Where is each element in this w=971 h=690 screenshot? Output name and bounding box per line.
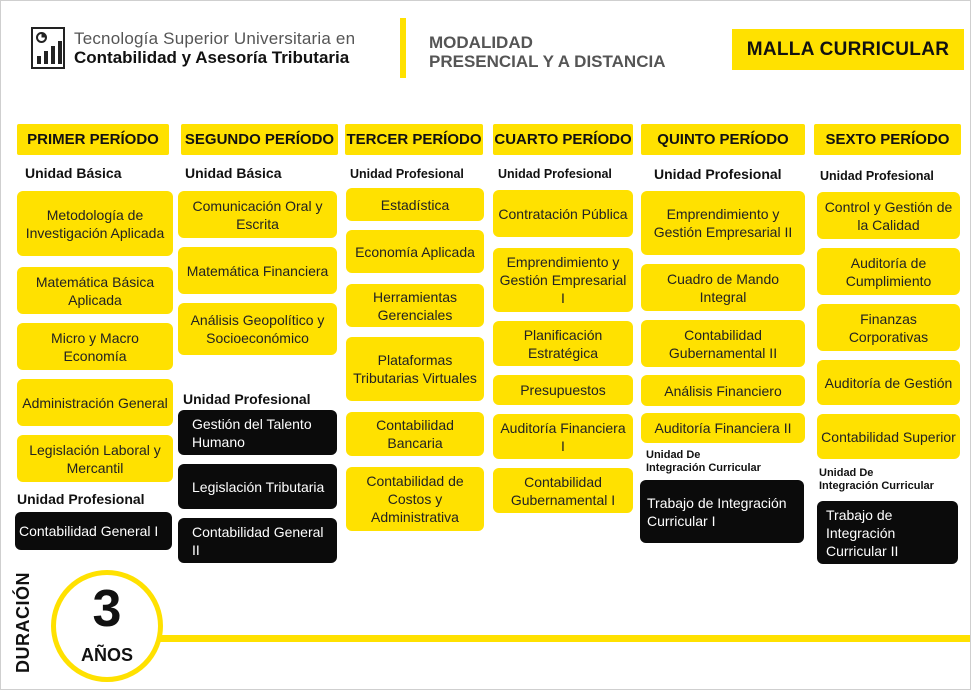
- unit-label: Unidad Profesional: [17, 491, 145, 507]
- period-column-6: SEXTO PERÍODO: [814, 124, 961, 155]
- subject-card: Análisis Financiero: [641, 375, 805, 406]
- period-title: TERCER PERÍODO: [345, 124, 483, 155]
- duration-label: DURACIÓN: [13, 572, 33, 673]
- unit-label: Unidad Básica: [185, 165, 282, 181]
- subject-card: Micro y Macro Economía: [17, 323, 173, 370]
- subject-card: Auditoría de Cumplimiento: [817, 248, 960, 295]
- subject-card: Presupuestos: [493, 375, 633, 405]
- period-title: CUARTO PERÍODO: [493, 124, 633, 155]
- period-column-1: PRIMER PERÍODO: [17, 124, 169, 155]
- modality-line1: MODALIDAD: [429, 33, 533, 52]
- period-title: PRIMER PERÍODO: [17, 124, 169, 155]
- subject-card: Contabilidad General II: [178, 518, 337, 563]
- period-title: QUINTO PERÍODO: [641, 124, 805, 155]
- subject-card: Contabilidad Gubernamental II: [641, 320, 805, 367]
- unit-label: Unidad Profesional: [183, 391, 311, 407]
- subject-card: Gestión del Talento Humano: [178, 410, 337, 455]
- duration-unit: AÑOS: [80, 645, 133, 665]
- unit-label-line2: Integración Curricular: [646, 462, 761, 474]
- unit-label: Unidad Profesional: [654, 166, 782, 182]
- duration-number: 3: [92, 580, 122, 638]
- subject-card: Contabilidad de Costos y Administrativa: [346, 467, 484, 531]
- period-column-3: TERCER PERÍODO: [345, 124, 483, 155]
- unit-label: Unidad Profesional: [820, 169, 934, 183]
- period-column-5: QUINTO PERÍODO: [641, 124, 805, 155]
- subject-card: Metodología de Investigación Aplicada: [17, 191, 173, 256]
- modality-label: MODALIDAD PRESENCIAL Y A DISTANCIA: [429, 33, 665, 71]
- subject-card: Auditoría Financiera I: [493, 414, 633, 459]
- subject-card: Emprendimiento y Gestión Empresarial II: [641, 191, 805, 255]
- subject-card: Matemática Básica Aplicada: [17, 267, 173, 314]
- subject-card: Auditoría de Gestión: [817, 360, 960, 405]
- curriculum-badge: MALLA CURRICULAR: [732, 29, 964, 70]
- subject-card: Contabilidad Gubernamental I: [493, 468, 633, 513]
- period-title: SEGUNDO PERÍODO: [181, 124, 338, 155]
- unit-label-line1: Unidad De: [646, 449, 701, 461]
- subject-card: Trabajo de Integración Curricular I: [640, 480, 804, 543]
- chart-report-icon: [31, 27, 65, 69]
- duration-badge: 3 AÑOS: [51, 570, 163, 682]
- duration-line: [151, 635, 970, 642]
- subject-card: Economía Aplicada: [346, 230, 484, 273]
- period-title: SEXTO PERÍODO: [814, 124, 961, 155]
- institution-name-line2: Contabilidad y Asesoría Tributaria: [74, 48, 350, 67]
- unit-label-line2: Integración Curricular: [819, 480, 934, 492]
- subject-card: Contratación Pública: [493, 190, 633, 237]
- subject-card: Comunicación Oral y Escrita: [178, 191, 337, 238]
- subject-card: Planificación Estratégica: [493, 321, 633, 366]
- period-column-4: CUARTO PERÍODO: [493, 124, 633, 155]
- subject-card: Contabilidad General I: [15, 512, 172, 550]
- subject-card: Legislación Laboral y Mercantil: [17, 435, 173, 482]
- unit-label: Unidad Profesional: [498, 167, 612, 181]
- unit-label-line1: Unidad De: [819, 467, 874, 479]
- subject-card: Herramientas Gerenciales: [346, 284, 484, 327]
- unit-label: Unidad Básica: [25, 165, 122, 181]
- period-column-2: SEGUNDO PERÍODO: [181, 124, 338, 155]
- subject-card: Finanzas Corporativas: [817, 304, 960, 351]
- subject-card: Contabilidad Bancaria: [346, 412, 484, 456]
- institution-name-line1: Tecnología Superior Universitaria en: [74, 29, 356, 48]
- subject-card: Análisis Geopolítico y Socioeconómico: [178, 303, 337, 355]
- modality-line2: PRESENCIAL Y A DISTANCIA: [429, 52, 666, 71]
- subject-card: Matemática Financiera: [178, 247, 337, 294]
- subject-card: Emprendimiento y Gestión Empresarial I: [493, 248, 633, 312]
- subject-card: Legislación Tributaria: [178, 464, 337, 509]
- subject-card: Plataformas Tributarias Virtuales: [346, 337, 484, 401]
- subject-card: Estadística: [346, 188, 484, 221]
- subject-card: Contabilidad Superior: [817, 414, 960, 459]
- subject-card: Auditoría Financiera II: [641, 413, 805, 443]
- subject-card: Control y Gestión de la Calidad: [817, 192, 960, 239]
- subject-card: Trabajo de Integración Curricular II: [817, 501, 958, 564]
- unit-label: Unidad De Integración Curricular: [646, 449, 761, 475]
- subject-card: Cuadro de Mando Integral: [641, 264, 805, 311]
- unit-label: Unidad Profesional: [350, 167, 464, 181]
- subject-card: Administración General: [17, 379, 173, 426]
- header-divider: [400, 18, 406, 78]
- unit-label: Unidad De Integración Curricular: [819, 467, 934, 493]
